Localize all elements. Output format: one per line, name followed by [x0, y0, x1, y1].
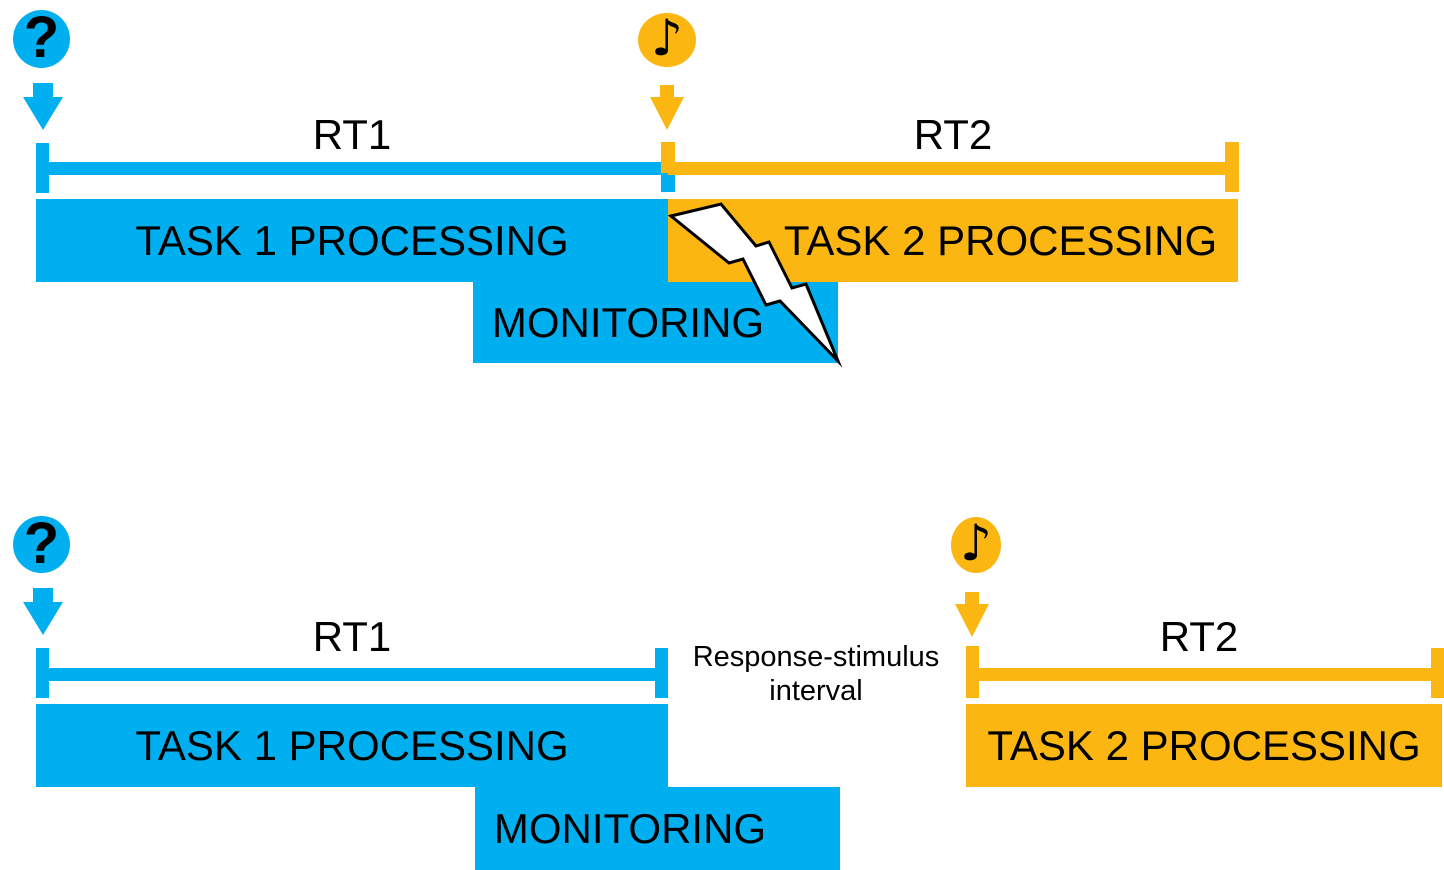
music-note-glyph: ♪	[960, 514, 992, 572]
orange-down-arrow-icon	[650, 85, 684, 130]
task1-processing-label: TASK 1 PROCESSING	[135, 721, 569, 769]
response-stimulus-interval-label: Response-stimulus interval	[666, 640, 966, 708]
task2-processing-label: TASK 2 PROCESSING	[987, 721, 1421, 769]
rt2-bracket-line	[668, 162, 1238, 175]
task1-processing-label: TASK 1 PROCESSING	[135, 216, 569, 264]
music-note-icon: ♪	[951, 517, 1001, 573]
rsi-label-line2: interval	[769, 675, 863, 707]
task2-processing-box: TASK 2 PROCESSING	[668, 199, 1238, 282]
rt1-bracket-line	[36, 668, 668, 681]
monitoring-label: MONITORING	[493, 804, 767, 852]
task2-processing-label: TASK 2 PROCESSING	[783, 216, 1218, 264]
task2-processing-box: TASK 2 PROCESSING	[966, 704, 1442, 787]
rt1-bracket-line	[36, 162, 668, 175]
rt1-bracket-right-cap	[655, 648, 668, 698]
rt2-bracket-line	[966, 668, 1431, 681]
music-note-icon: ♪	[638, 13, 696, 67]
rt2-bracket-right-cap	[1225, 142, 1239, 192]
question-mark-icon: ?	[13, 510, 70, 576]
rt1-bracket-right-cap	[661, 172, 675, 192]
rt1-label: RT1	[312, 111, 392, 158]
rt2-label: RT2	[913, 111, 993, 158]
blue-down-arrow-icon	[23, 83, 63, 130]
monitoring-label: MONITORING	[491, 298, 765, 346]
lightning-bolt-icon	[667, 202, 843, 368]
task1-processing-box: TASK 1 PROCESSING	[36, 704, 668, 787]
blue-down-arrow-icon	[23, 588, 63, 635]
orange-down-arrow-icon	[955, 592, 989, 637]
question-mark-glyph: ?	[23, 510, 60, 576]
question-mark-icon: ?	[13, 5, 70, 70]
rt2-label: RT2	[1159, 613, 1239, 660]
question-mark-glyph: ?	[23, 5, 60, 70]
monitoring-box: MONITORING	[475, 787, 840, 870]
rt1-label: RT1	[312, 613, 392, 660]
rt2-bracket-right-cap	[1431, 648, 1444, 698]
music-note-glyph: ♪	[651, 9, 683, 67]
task1-processing-box: TASK 1 PROCESSING	[36, 199, 668, 282]
rsi-label-line1: Response-stimulus	[692, 641, 940, 673]
